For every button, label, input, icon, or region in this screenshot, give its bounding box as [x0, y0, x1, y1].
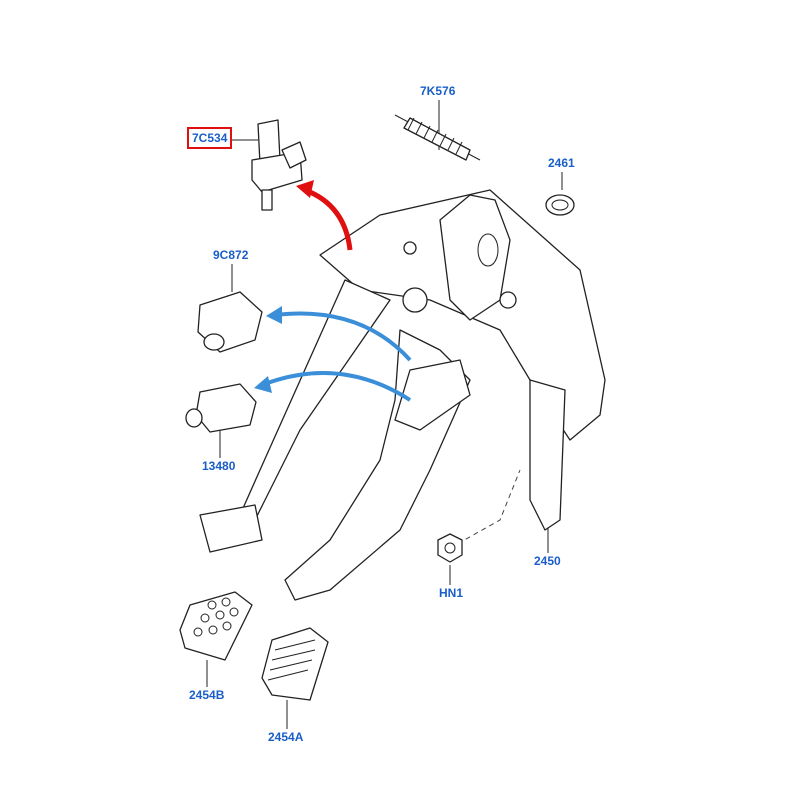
clutch-switch-part [197, 291, 263, 353]
pedal-assembly [199, 189, 606, 601]
pedal-pad-a [261, 627, 329, 701]
part-label-13480: 13480 [202, 459, 236, 473]
stop-switch-part [185, 383, 257, 433]
indicator-arrows [254, 180, 412, 402]
part-label-2454a: 2454A [268, 730, 304, 744]
part-label-7k576: 7K576 [420, 84, 456, 98]
leader-lines [206, 100, 563, 729]
nut-part [437, 533, 463, 563]
brake-switch-part [251, 119, 307, 211]
spring-part [394, 114, 481, 161]
part-label-2461: 2461 [548, 156, 575, 170]
part-label-hn1: HN1 [439, 586, 464, 600]
bushing-part [545, 194, 575, 216]
part-label-2450: 2450 [534, 554, 561, 568]
part-label-7c534-highlighted: 7C534 [187, 127, 233, 149]
part-label-9c872: 9C872 [213, 248, 249, 262]
part-label-2454b: 2454B [189, 688, 225, 702]
pedal-pad-b [179, 591, 253, 661]
